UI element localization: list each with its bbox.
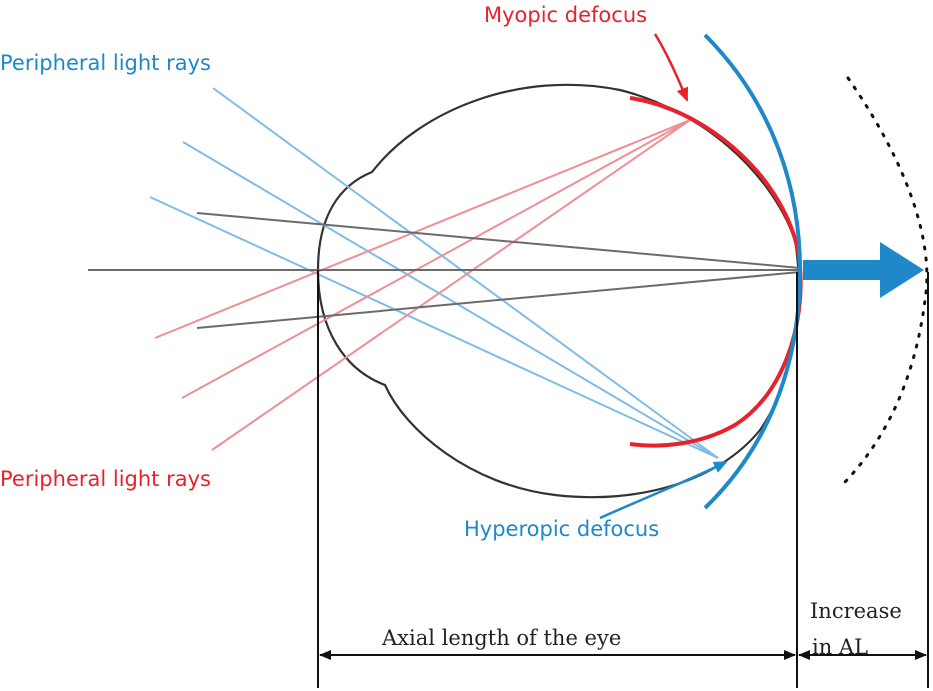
- central-ray-top: [196, 212, 801, 269]
- measurement-guides: [317, 270, 929, 688]
- blue-ray-1: [212, 87, 719, 459]
- central-rays: [88, 212, 801, 329]
- hyperopic-pointer-arrow: [599, 460, 728, 520]
- blue-ray-3: [149, 196, 719, 459]
- hyperopic-retina-curve: [703, 33, 803, 510]
- axial-length-label: Axial length of the eye: [381, 626, 621, 650]
- red-ray-1: [154, 119, 691, 339]
- peripheral-top-label: Peripheral light rays: [0, 51, 211, 75]
- blue-ray-2: [182, 141, 719, 459]
- axial-growth-arrow: [803, 242, 924, 298]
- future-retina-dotted: [843, 76, 929, 484]
- myopic-pointer-arrow: [653, 33, 689, 102]
- red-ray-3: [211, 119, 691, 451]
- peripheral-rays-red: [154, 119, 691, 451]
- peripheral-rays-blue: [149, 87, 719, 459]
- hyperopic-defocus-label: Hyperopic defocus: [464, 517, 659, 541]
- peripheral-bottom-label: Peripheral light rays: [0, 467, 211, 491]
- central-ray-bottom: [196, 271, 801, 329]
- increase-label-line2: in AL: [812, 635, 868, 659]
- red-ray-2: [181, 119, 691, 399]
- eye-outline: [316, 83, 800, 499]
- increase-label-line1: Increase: [810, 599, 902, 623]
- myopic-retina-curve: [629, 96, 803, 448]
- myopic-defocus-label: Myopic defocus: [484, 3, 647, 27]
